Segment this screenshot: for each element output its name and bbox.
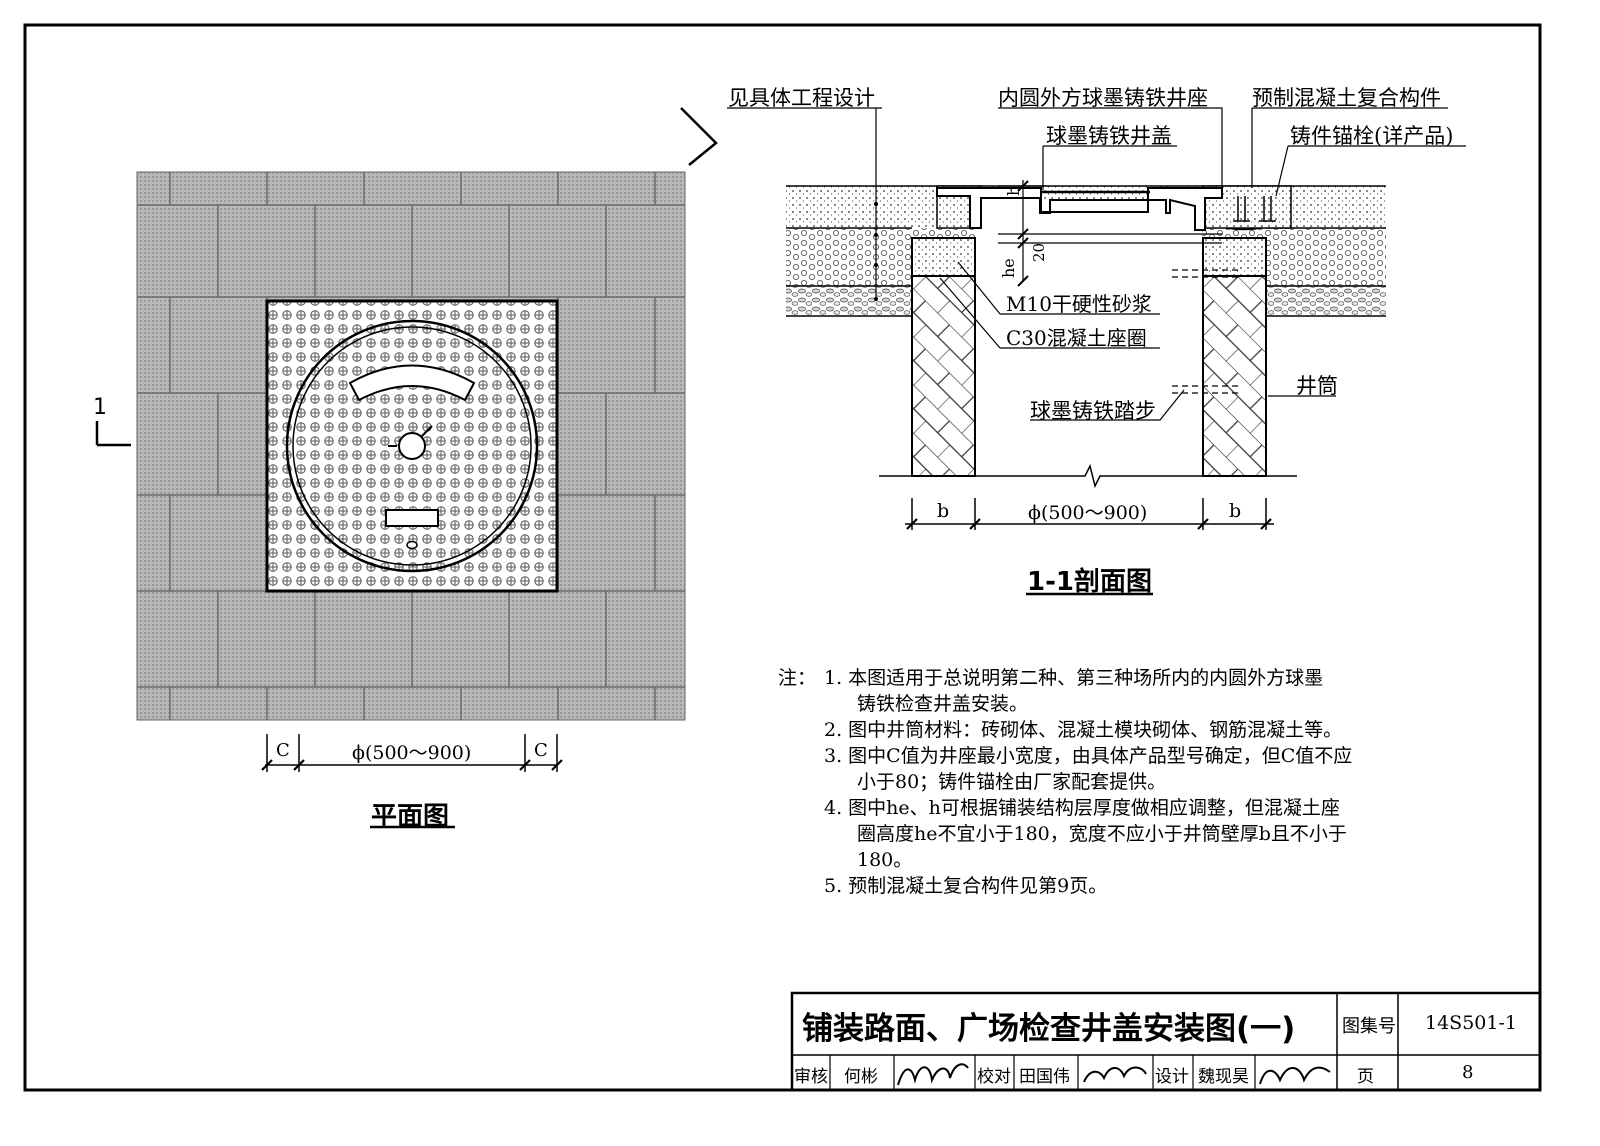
plan-section-mark: 1: [93, 395, 107, 420]
designer-name: 魏现昊: [1198, 1067, 1249, 1087]
section-dim-diameter: ϕ(500～900): [1028, 502, 1148, 524]
label-twenty: 20: [1030, 242, 1048, 262]
note-line-3: 2. 图中井筒材料：砖砌体、混凝土模块砌体、钢筋混凝土等。: [824, 719, 1343, 741]
checker-name: 田国伟: [1019, 1067, 1070, 1087]
drawing-title: 铺装路面、广场检查井盖安装图(一): [802, 1011, 1296, 1047]
break-line: [879, 463, 1297, 489]
section-dimension: [905, 498, 1274, 530]
shaft-wall-right: [1202, 275, 1267, 477]
section-view: [680, 107, 1466, 596]
atlas-label: 图集号: [1342, 1016, 1396, 1037]
atlas-number: 14S501-1: [1425, 1012, 1517, 1034]
design-label: 设计: [1155, 1067, 1189, 1087]
note-line-2: 铸铁检查井盖安装。: [857, 693, 1029, 715]
shaft-wall-left: [911, 275, 976, 477]
check-label: 校对: [977, 1067, 1011, 1087]
label-design: 见具体工程设计: [728, 86, 875, 110]
notes-prefix: 注：: [778, 667, 817, 689]
section-dim-b-right: b: [1229, 500, 1242, 522]
label-mortar: M10干硬性砂浆: [1006, 292, 1152, 316]
plan-dim-c-left: C: [276, 740, 290, 761]
note-line-4: 3. 图中C值为井座最小宽度，由具体产品型号确定，但C值不应: [824, 745, 1353, 767]
cover-lift-hole: [398, 432, 426, 460]
manhole-cover-outer: [285, 319, 539, 573]
dim-h-he: [998, 180, 1222, 287]
page-label: 页: [1357, 1067, 1374, 1087]
cover-arc-plate: [348, 364, 476, 402]
plan-dim-diameter: ϕ(500～900): [352, 742, 472, 764]
note-line-6: 4. 图中he、h可根据铺装结构层厚度做相应调整，但混凝土座: [824, 797, 1340, 819]
note-line-9: 5. 预制混凝土复合构件见第9页。: [824, 875, 1108, 897]
cover-name-plate: [385, 509, 439, 527]
label-h: h: [1004, 185, 1023, 196]
page-number: 8: [1462, 1062, 1474, 1083]
label-step: 球墨铸铁踏步: [1030, 399, 1156, 423]
label-precast: 预制混凝土复合构件: [1252, 86, 1441, 110]
leader-lines: [727, 107, 1466, 421]
label-seat: 内圆外方球墨铸铁井座: [998, 86, 1208, 110]
anchor-bolts: [1225, 196, 1276, 231]
label-cover: 球墨铸铁井盖: [1046, 124, 1172, 148]
label-he: he: [999, 258, 1018, 278]
note-line-1: 1. 本图适用于总说明第二种、第三种场所内的内圆外方球墨: [824, 667, 1324, 689]
signatures: [897, 1063, 1331, 1086]
sheet-border: [23, 23, 1542, 1092]
step-rungs: [1172, 269, 1238, 394]
review-label: 审核: [794, 1067, 828, 1087]
note-line-8: 180。: [857, 849, 913, 871]
section-dim-b-left: b: [937, 500, 950, 522]
section-arrow: [680, 107, 718, 166]
note-line-7: 圈高度he不宜小于180，宽度不应小于井筒壁厚b且不小于: [857, 823, 1347, 845]
label-ring: C30混凝土座圈: [1006, 326, 1147, 350]
cover-vent: [406, 540, 418, 550]
manhole-cover-inner: [292, 326, 532, 566]
reviewer-name: 何彬: [844, 1067, 878, 1087]
plan-title: 平面图: [371, 802, 450, 832]
paving-area: [136, 171, 686, 721]
plan-view: [95, 171, 686, 772]
plan-dim-c-right: C: [534, 740, 548, 761]
cover-seat-section: [936, 187, 1223, 231]
label-anchor: 铸件锚栓(详产品): [1290, 124, 1454, 148]
note-line-5: 小于80；铸件锚栓由厂家配套提供。: [857, 771, 1167, 793]
plan-dimension: [261, 734, 563, 772]
title-block-lines: [790, 991, 1542, 1092]
label-shaft: 井筒: [1296, 374, 1338, 398]
concrete-ring-left: [911, 237, 976, 277]
section-title: 1-1剖面图: [1027, 567, 1152, 597]
